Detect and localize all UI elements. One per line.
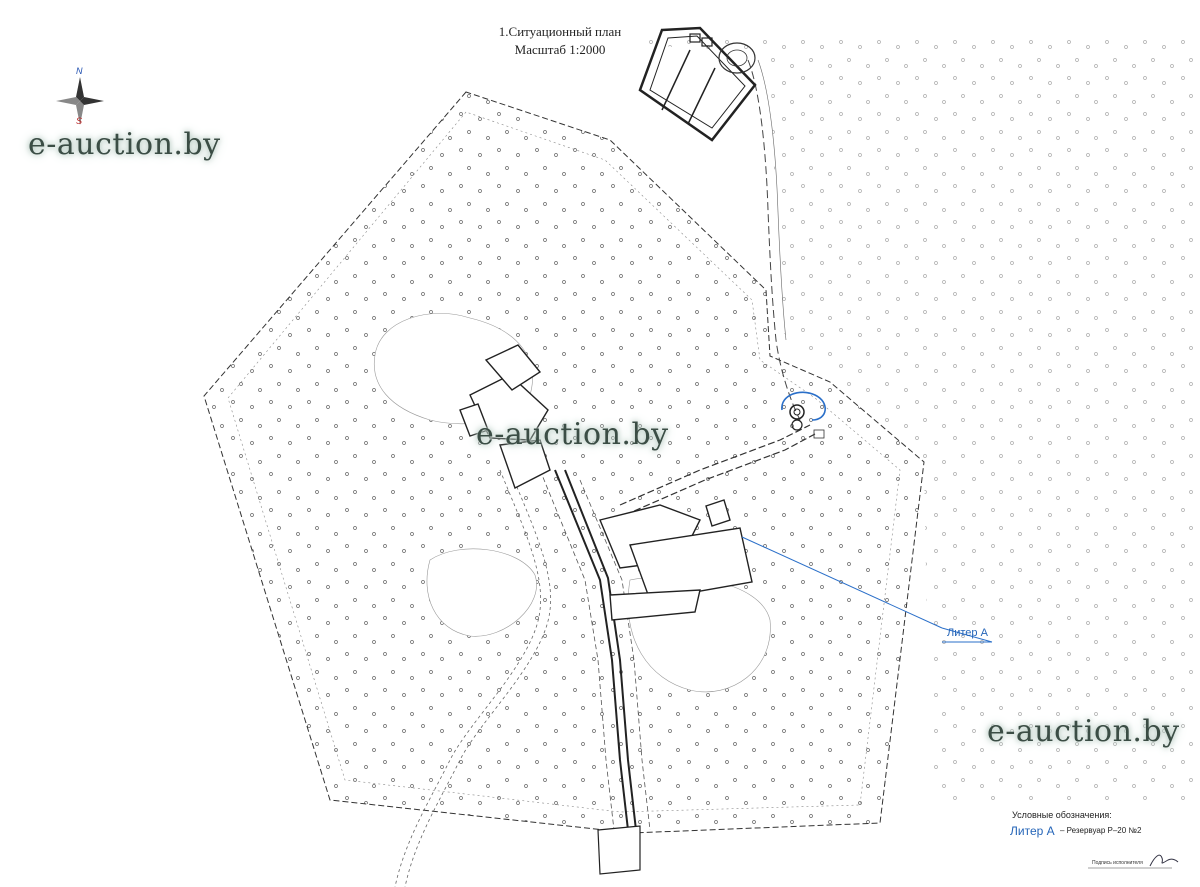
- building-cluster: [459, 344, 753, 621]
- signature-label: Подпись исполнителя: [1092, 860, 1143, 866]
- legend-title: Условные обозначения:: [1012, 810, 1112, 820]
- compass-south-label: S: [76, 116, 83, 126]
- compass-north-label: N: [76, 66, 83, 76]
- watermark-center: e-auction.by: [476, 417, 669, 452]
- liter-a-callout-line: [741, 536, 993, 643]
- plan-title: 1.Ситуационный план: [498, 24, 622, 39]
- tree-area-right: [620, 40, 1200, 800]
- compass-rose-icon: [56, 77, 104, 125]
- legend-item-label: Литер А: [1010, 824, 1055, 838]
- watermark-top-left: e-auction.by: [28, 127, 221, 162]
- access-road-north: [747, 59, 801, 421]
- liter-a-callout-label: Литер А: [947, 627, 988, 639]
- reservoir-complex-north: [638, 26, 757, 142]
- signature-mark: [1088, 854, 1179, 869]
- plan-scale: Масштаб 1:2000: [514, 42, 606, 57]
- reservoir-east: [781, 391, 826, 439]
- legend-item-description: – Резервуар Р–20 №2: [1060, 826, 1142, 835]
- pipeline-corridor: [394, 424, 816, 887]
- watermark-bottom-right: e-auction.by: [987, 714, 1180, 749]
